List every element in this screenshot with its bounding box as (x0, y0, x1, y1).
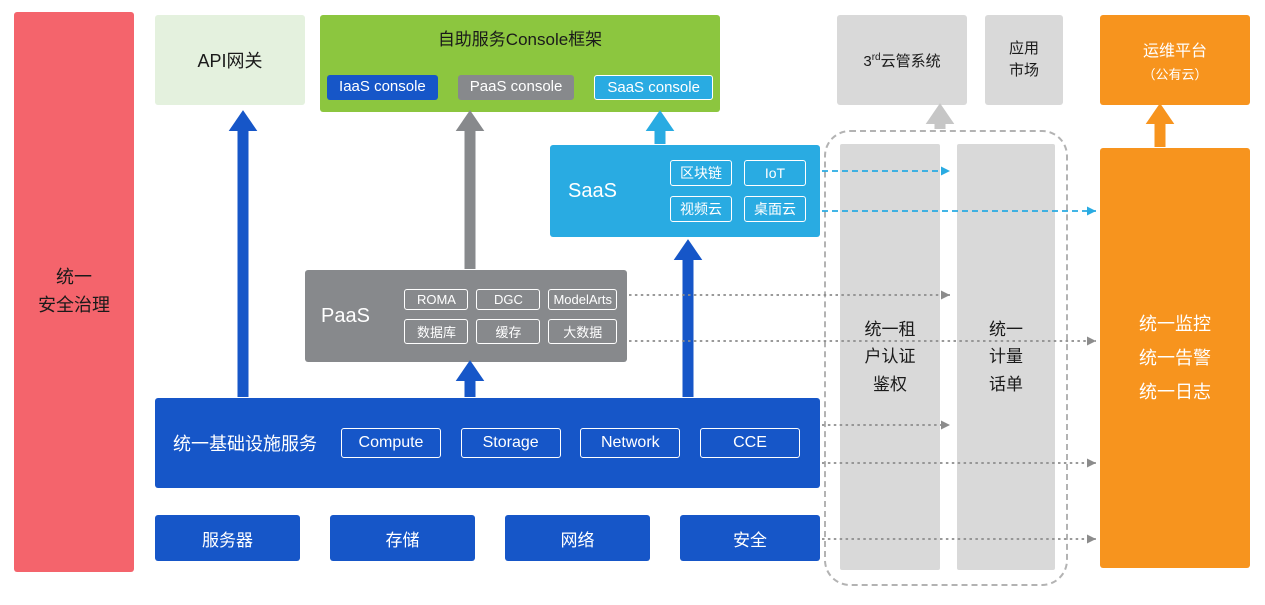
infra-chip-compute: Compute (341, 428, 441, 458)
cms-text: 云管系统 (880, 52, 941, 70)
api-gateway-label: API网关 (197, 51, 263, 71)
metering-bar: 统一 计量 话单 (957, 144, 1055, 570)
resource-box-server: 服务器 (155, 515, 300, 561)
unified-security-governance-label: 统一 安全治理 (38, 267, 110, 315)
resource-box-network: 网络 (505, 515, 650, 561)
app-market-box: 应用 市场 (985, 15, 1063, 105)
app-market-label: 应用 市场 (1008, 39, 1039, 80)
console-badge-row: IaaS console PaaS console SaaS console (327, 75, 713, 100)
resource-security-label: 安全 (733, 530, 767, 550)
saas-console-badge: SaaS console (594, 75, 713, 100)
saas-chip-iot: IoT (744, 160, 806, 186)
paas-chip-database: 数据库 (404, 318, 469, 344)
om-platform-line1: 运维平台 (1142, 43, 1207, 60)
infrastructure-services-label: 统一基础设施服务 (173, 434, 317, 454)
paas-label: PaaS (321, 304, 370, 327)
resource-box-storage: 存储 (330, 515, 475, 561)
infrastructure-chip-row: Compute Storage Network CCE (341, 428, 800, 458)
paas-chip-bigdata: 大数据 (548, 318, 617, 344)
om-platform-label: 运维平台 （公有云） (1142, 37, 1207, 83)
paas-layer-box: PaaS ROMA DGC ModelArts 数据库 缓存 大数据 (305, 270, 627, 362)
console-framework-box: 自助服务Console框架 IaaS console PaaS console … (320, 15, 720, 112)
saas-chip-video-cloud: 视频云 (670, 196, 732, 222)
console-framework-title: 自助服务Console框架 (437, 30, 603, 49)
saas-label: SaaS (568, 179, 617, 202)
unified-security-governance-panel: 统一 安全治理 (14, 12, 134, 572)
monitoring-label: 统一监控 统一告警 统一日志 (1139, 313, 1211, 403)
om-platform-line2: （公有云） (1142, 67, 1208, 82)
saas-chip-blockchain: 区块链 (670, 160, 732, 186)
resource-box-security: 安全 (680, 515, 820, 561)
paas-chip-roma: ROMA (404, 288, 469, 310)
paas-chip-dgc: DGC (476, 288, 541, 310)
infra-chip-storage: Storage (460, 428, 561, 458)
paas-chip-cache: 缓存 (476, 318, 541, 344)
iaas-console-badge: IaaS console (327, 75, 438, 100)
resource-storage-label: 存储 (385, 530, 420, 550)
tenant-auth-bar: 统一租 户认证 鉴权 (840, 144, 940, 570)
shared-services-dashed-container (824, 130, 1068, 586)
paas-console-badge: PaaS console (457, 75, 575, 100)
infrastructure-services-box: 统一基础设施服务 Compute Storage Network CCE (155, 398, 820, 488)
tenant-auth-label: 统一租 户认证 鉴权 (864, 320, 916, 394)
infra-chip-network: Network (580, 428, 681, 458)
metering-label: 统一 计量 话单 (989, 320, 1023, 394)
monitoring-box: 统一监控 统一告警 统一日志 (1100, 148, 1250, 568)
saas-chip-grid: 区块链 IoT 视频云 桌面云 (670, 160, 806, 222)
paas-chip-modelarts: ModelArts (548, 288, 617, 310)
api-gateway-box: API网关 (155, 15, 305, 105)
resource-network-label: 网络 (560, 530, 595, 550)
third-party-cloud-mgmt-label: 3rd云管系统 (863, 50, 940, 71)
cms-ordinal-suffix: rd (871, 51, 881, 63)
om-platform-box: 运维平台 （公有云） (1100, 15, 1250, 105)
saas-layer-box: SaaS 区块链 IoT 视频云 桌面云 (550, 145, 820, 237)
cms-prefix: 3 (863, 52, 872, 70)
paas-chip-grid: ROMA DGC ModelArts 数据库 缓存 大数据 (404, 288, 617, 344)
third-party-cloud-mgmt-box: 3rd云管系统 (837, 15, 967, 105)
infra-chip-cce: CCE (699, 428, 800, 458)
resource-server-label: 服务器 (202, 530, 253, 550)
saas-chip-desktop-cloud: 桌面云 (744, 196, 806, 222)
